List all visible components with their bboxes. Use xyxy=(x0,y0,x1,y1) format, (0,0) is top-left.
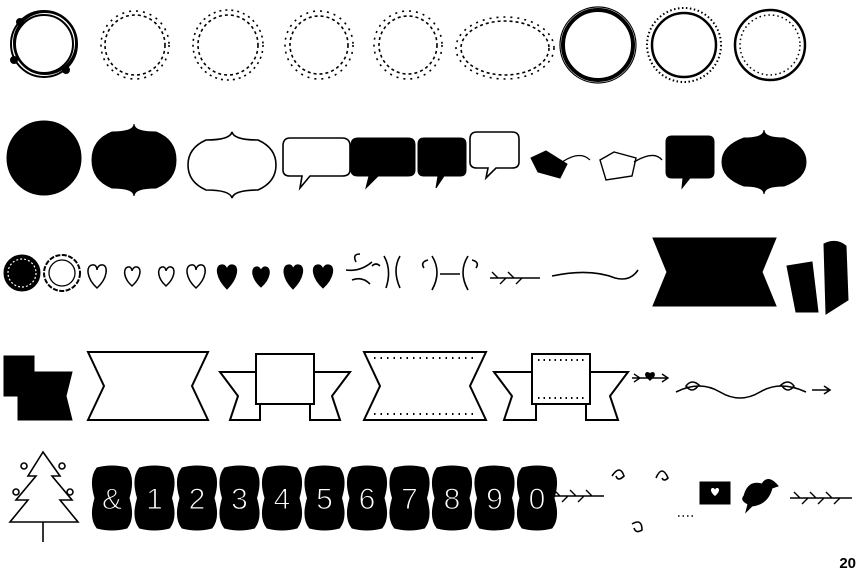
curl-sprig-icon xyxy=(345,253,373,285)
outline-speech-bubble-icon xyxy=(282,137,351,191)
outline-scallop-badge-icon xyxy=(43,254,81,292)
scroll-flourish-icon xyxy=(675,381,832,399)
row-labels xyxy=(6,120,807,199)
row-ornaments xyxy=(3,237,849,315)
solid-scallop-badge-icon xyxy=(3,254,41,292)
curl-ornament-alt-icon xyxy=(655,470,669,481)
number-label-5: 5 xyxy=(304,465,345,531)
solid-gift-tag-icon xyxy=(530,150,591,179)
leaf-branch-icon xyxy=(552,489,604,503)
solid-fancy-label-icon xyxy=(91,123,177,197)
solid-circle-badge-icon xyxy=(6,120,82,196)
solid-heart-round-icon xyxy=(283,264,304,290)
leaf-wreath-light-icon xyxy=(284,10,354,80)
number-label-shape xyxy=(389,465,430,531)
number-label-text: 5 xyxy=(316,483,333,516)
outline-gift-tag-icon xyxy=(599,151,663,181)
number-label-shape xyxy=(134,465,175,531)
curl-sprig-double-icon xyxy=(421,255,479,291)
solid-heart-small-icon xyxy=(252,266,270,288)
outline-heart-small-icon xyxy=(123,266,141,288)
stitched-ring-frame-icon xyxy=(733,8,807,82)
number-label-shape xyxy=(176,465,218,531)
number-label-text: 4 xyxy=(274,483,291,516)
arrow-heart-icon xyxy=(632,372,670,383)
number-label-1: 1 xyxy=(134,465,175,531)
number-label-8: 8 xyxy=(431,465,473,531)
number-label-shape xyxy=(431,465,473,531)
number-label-text: & xyxy=(102,483,122,516)
solid-speech-bubble-icon xyxy=(417,137,467,189)
stitched-folded-ribbon-icon xyxy=(492,353,630,421)
number-label-shape xyxy=(474,465,515,531)
solid-flag-banner-icon xyxy=(3,355,73,421)
number-label-6: 6 xyxy=(346,465,388,531)
leaf-wreath-dense-icon xyxy=(192,9,264,81)
christmas-tree-icon xyxy=(8,450,80,542)
solid-fancy-label-small-icon xyxy=(721,129,807,195)
number-label-7: 7 xyxy=(389,465,430,531)
solid-scroll-flag-icon xyxy=(786,240,849,315)
number-label-shape xyxy=(516,465,558,531)
leaf-branch-small-icon xyxy=(490,271,540,285)
number-label-shape xyxy=(304,465,345,531)
solid-heart-wide-icon xyxy=(312,264,334,289)
number-label-text: 8 xyxy=(444,483,461,516)
outline-heart-tall-icon xyxy=(186,264,206,290)
swash-line-icon xyxy=(551,269,639,280)
number-label-shape xyxy=(346,465,388,531)
number-label-text: 2 xyxy=(189,483,206,516)
outline-folded-ribbon-icon xyxy=(218,353,352,421)
leaf-branch-wide-icon xyxy=(790,491,852,505)
fringed-ring-frame-icon xyxy=(646,7,722,83)
outline-heart-icon xyxy=(87,264,107,290)
oval-leaf-wreath-icon xyxy=(455,16,555,80)
bird-icon xyxy=(742,479,779,514)
number-label-2: 2 xyxy=(176,465,218,531)
number-label-shape xyxy=(91,465,133,531)
number-label-3: 3 xyxy=(219,465,260,531)
number-label-shape xyxy=(261,465,303,531)
dotted-fancy-label-icon xyxy=(187,131,277,199)
number-label-text: 0 xyxy=(529,483,546,516)
number-label-9: 9 xyxy=(474,465,515,531)
number-label-4: 4 xyxy=(261,465,303,531)
solid-ribbon-banner-icon xyxy=(652,237,777,307)
outline-heart-tiny-icon xyxy=(157,266,175,288)
number-label-text: 6 xyxy=(359,483,376,516)
page-number: 20 xyxy=(839,555,856,572)
number-label-10: 0 xyxy=(516,465,558,531)
number-label-text: 7 xyxy=(401,483,418,516)
number-label-text: 3 xyxy=(231,483,248,516)
solid-rounded-label-icon xyxy=(665,135,715,190)
outline-ribbon-banner-icon xyxy=(86,351,210,421)
solid-heart-icon xyxy=(216,264,238,290)
outline-speech-bubble-tall-icon xyxy=(469,131,520,181)
leaf-wreath-icon xyxy=(100,10,170,80)
envelope-heart-icon xyxy=(699,481,731,505)
number-label-0: & xyxy=(91,465,133,531)
number-label-text: 1 xyxy=(146,483,163,516)
curl-ornament-low-icon xyxy=(631,521,643,533)
number-label-text: 9 xyxy=(486,483,503,516)
double-ring-frame-icon xyxy=(559,6,637,84)
row-banners xyxy=(3,351,832,421)
row-wreaths xyxy=(10,6,807,84)
solid-speech-bubble-wide-icon xyxy=(350,137,416,190)
curl-ornament-icon xyxy=(611,469,625,480)
number-label-shape xyxy=(219,465,260,531)
twig-wreath-icon xyxy=(10,10,78,78)
curl-sprig-pair-icon xyxy=(371,255,401,289)
stitched-ribbon-banner-icon xyxy=(362,351,488,421)
leaf-wreath-open-icon xyxy=(373,10,443,80)
